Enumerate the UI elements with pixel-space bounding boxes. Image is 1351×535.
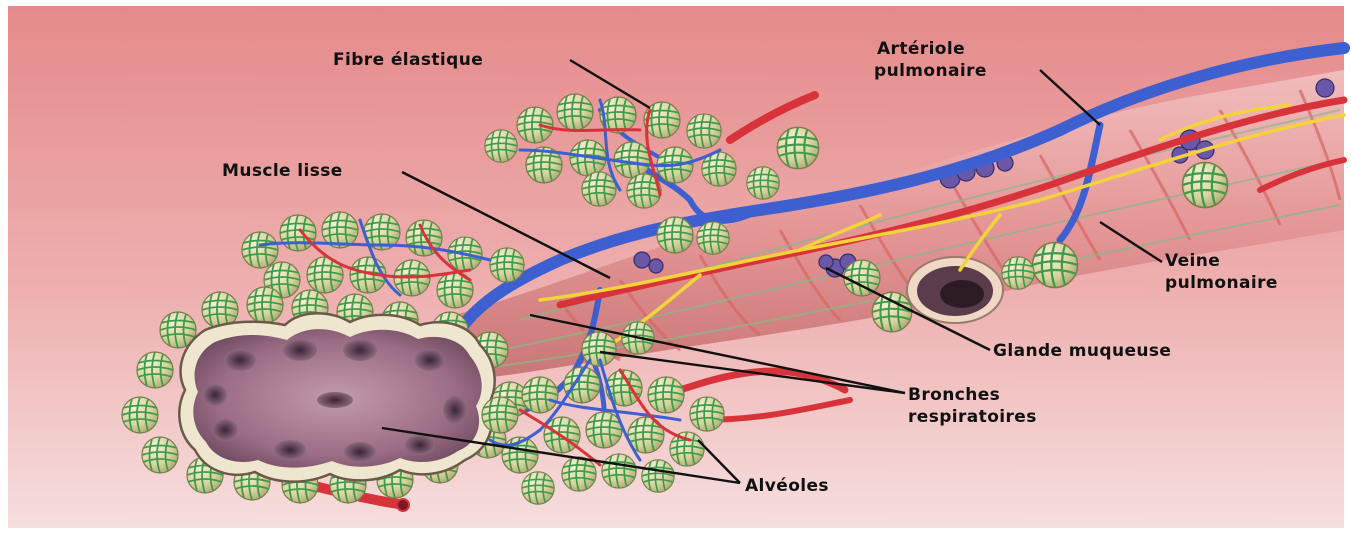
bronchus-opening: [907, 257, 1003, 323]
label-fibre-elastique: Fibre élastique: [333, 49, 483, 71]
label-alveoles: Alvéoles: [745, 475, 829, 497]
alveolar-sac-cross-section: [179, 313, 494, 481]
label-veine-line2: pulmonaire: [1165, 272, 1278, 294]
label-bronches-line2: respiratoires: [908, 406, 1037, 428]
artery-end: [397, 499, 409, 511]
label-veine-line1: Veine: [1165, 250, 1220, 272]
label-muscle-lisse: Muscle lisse: [222, 160, 343, 182]
label-glande-muqueuse: Glande muqueuse: [993, 340, 1171, 362]
label-arteriole-line2: pulmonaire: [874, 60, 987, 82]
label-bronches-line1: Bronches: [908, 384, 1000, 406]
label-arteriole-line1: Artériole: [877, 38, 965, 60]
